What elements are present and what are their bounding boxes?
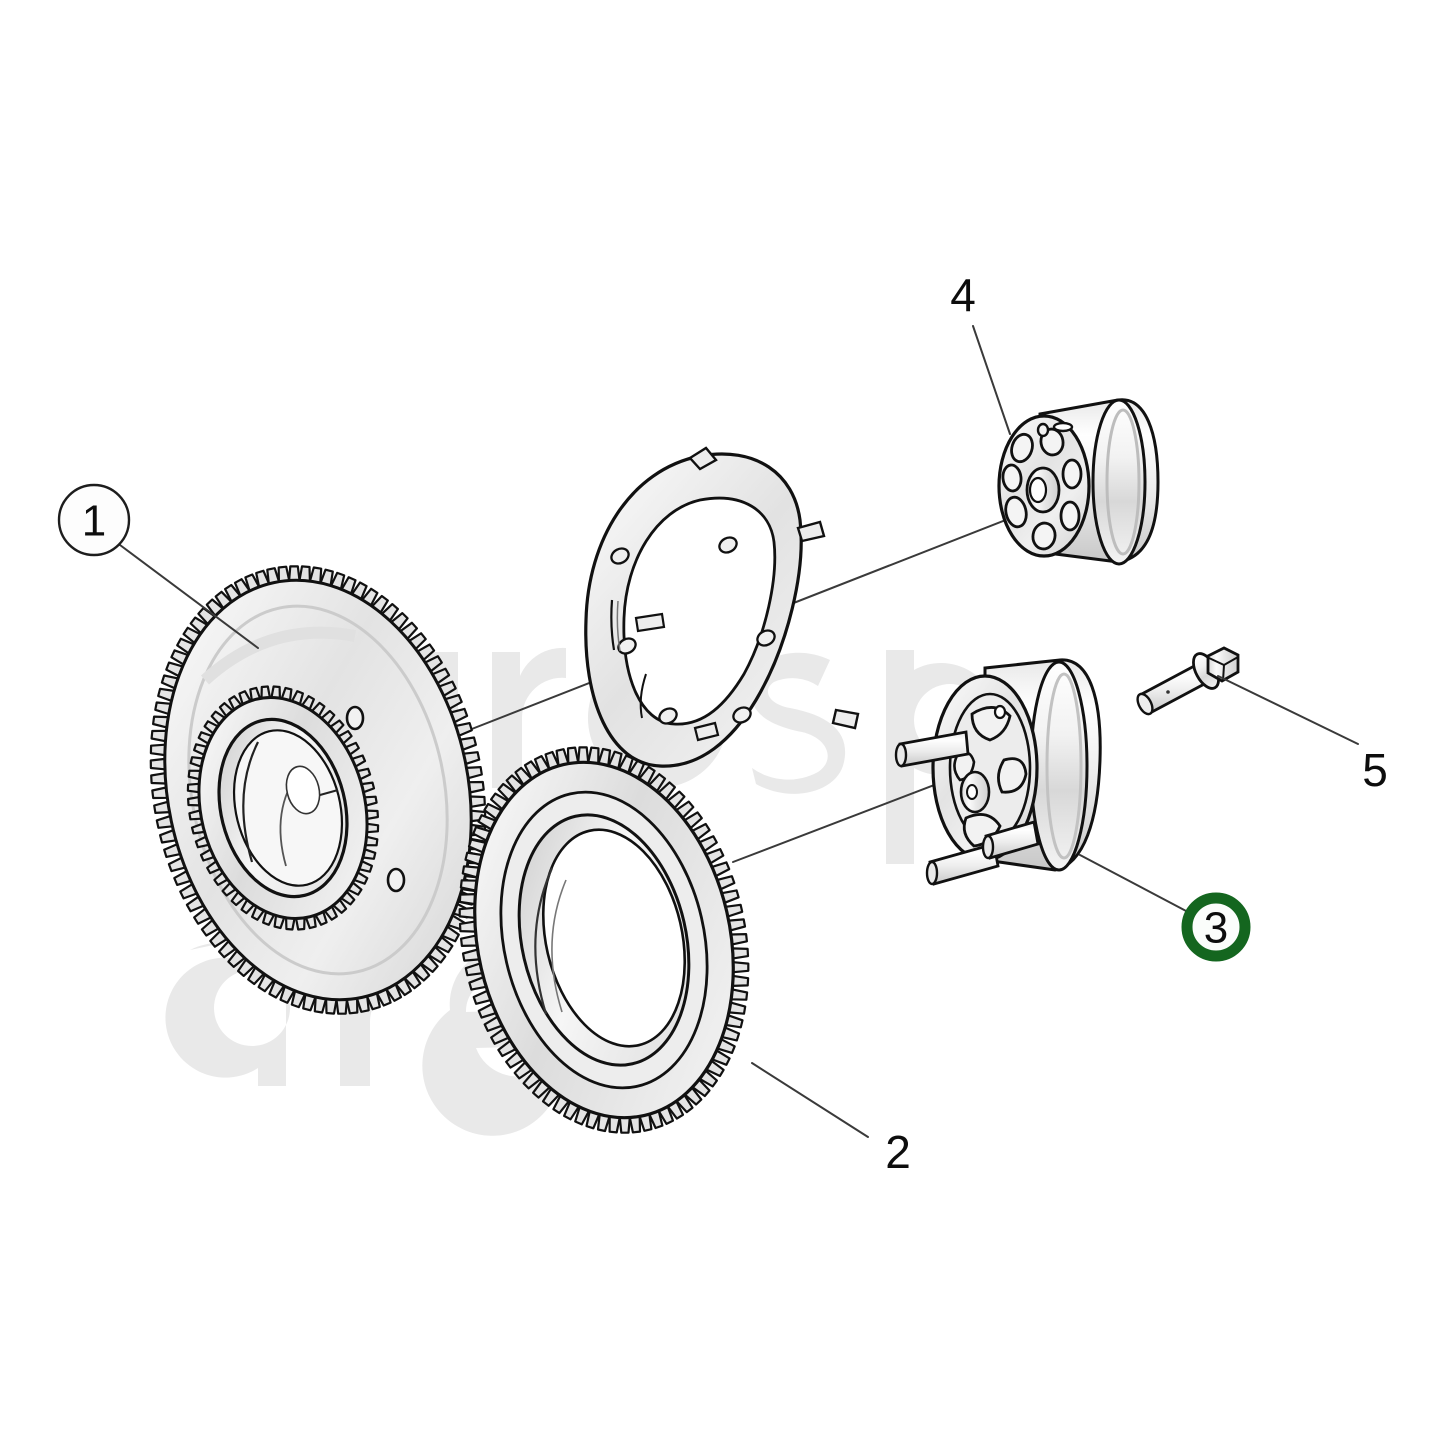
- gear-tooth: [731, 947, 750, 960]
- callout-1-circle[interactable]: [57, 483, 131, 557]
- callout-3[interactable]: 3: [1079, 854, 1251, 962]
- callout-4-label[interactable]: 4: [950, 269, 976, 321]
- gear-tooth: [325, 997, 338, 1015]
- callout-5[interactable]: 5: [1217, 675, 1388, 796]
- callout-1-label: 1: [82, 497, 106, 546]
- shield-detail-c: [639, 673, 647, 719]
- gear-tooth: [458, 906, 476, 919]
- hub3-back-flange: [1029, 660, 1089, 872]
- part-5-flange-bolt: [1136, 646, 1240, 716]
- pulley-back-flange: [1091, 398, 1147, 566]
- gear-tooth: [732, 961, 750, 974]
- gear-tooth: [288, 565, 301, 582]
- pulley-lightening-holes: [1001, 422, 1083, 551]
- pulley-small-hole: [1036, 422, 1050, 438]
- pulley-center-bore: [1028, 476, 1048, 504]
- gear-tooth: [186, 782, 201, 794]
- hub3-center-bore: [966, 784, 978, 800]
- dowel-pin-lower-b: [981, 820, 1040, 860]
- callout-2-label[interactable]: 2: [885, 1126, 911, 1178]
- ring-gear-bore-shadow: [534, 867, 554, 1015]
- gear-tooth: [298, 565, 311, 583]
- shield-detail-a: [610, 599, 616, 651]
- callout-layer: 1 2 3 4 5: [57, 269, 1388, 1178]
- dowel-pin-upper: [894, 730, 970, 768]
- pulley-back-flange-lip: [1105, 408, 1141, 556]
- hub3-dowel-pins: [894, 730, 1040, 886]
- gear-tooth: [458, 893, 477, 906]
- gear-tooth: [149, 757, 166, 771]
- part-1-flywheel-ring-gear: [149, 565, 487, 1015]
- flywheel-hole-lower: [386, 867, 406, 893]
- callout-3-circle-highlight[interactable]: [1181, 892, 1251, 962]
- gear-tooth: [618, 1116, 631, 1134]
- flywheel-highlight-arc: [200, 626, 357, 685]
- gear-tooth: [577, 746, 590, 764]
- shield-plate-tabs: [634, 446, 860, 742]
- callout-1-leader: [119, 544, 259, 649]
- gear-tooth: [149, 743, 167, 757]
- flywheel-inner-toothed-ring: [186, 685, 380, 931]
- bolt-shank-end: [1136, 692, 1154, 716]
- inner-hub-boss: [285, 765, 321, 815]
- dowel-pin-lower-a: [925, 842, 1000, 886]
- gear-tooth: [150, 772, 167, 785]
- callout-5-leader: [1217, 675, 1359, 745]
- gear-tooth: [335, 998, 348, 1015]
- shield-detail-b: [616, 600, 621, 652]
- gear-tooth: [365, 822, 380, 834]
- shield-plate-opening: [622, 496, 777, 726]
- part-3-drive-hub: [894, 658, 1102, 886]
- callout-2-leader: [751, 1062, 869, 1138]
- pulley-rim-hole: [1052, 421, 1074, 433]
- callout-3-label: 3: [1204, 904, 1228, 953]
- callout-4[interactable]: 4: [950, 269, 1011, 435]
- bolt-shank-mark: [1166, 690, 1170, 694]
- callout-1[interactable]: 1: [57, 483, 259, 649]
- gear-tooth: [458, 920, 477, 933]
- ring-gear-bore-inner: [541, 828, 687, 1048]
- gear-tooth: [469, 795, 486, 808]
- part-2-ring-gear: [458, 746, 750, 1134]
- backing-shield-plate: [584, 446, 860, 768]
- callout-2[interactable]: 2: [751, 1062, 911, 1178]
- hub3-small-hole: [993, 704, 1007, 720]
- callout-5-label[interactable]: 5: [1362, 744, 1388, 796]
- hub3-back-flange-lip: [1045, 672, 1083, 860]
- callout-4-leader: [972, 325, 1011, 435]
- flywheel-hole-upper: [345, 705, 365, 731]
- callout-3-leader: [1079, 854, 1189, 913]
- shield-plate-bolt-holes: [610, 536, 776, 725]
- ring-gear-bore-shadow-2: [551, 879, 567, 1013]
- inner-bore-edge: [242, 741, 259, 863]
- gear-tooth: [731, 974, 750, 987]
- part-4-pulley-hub: [997, 398, 1160, 566]
